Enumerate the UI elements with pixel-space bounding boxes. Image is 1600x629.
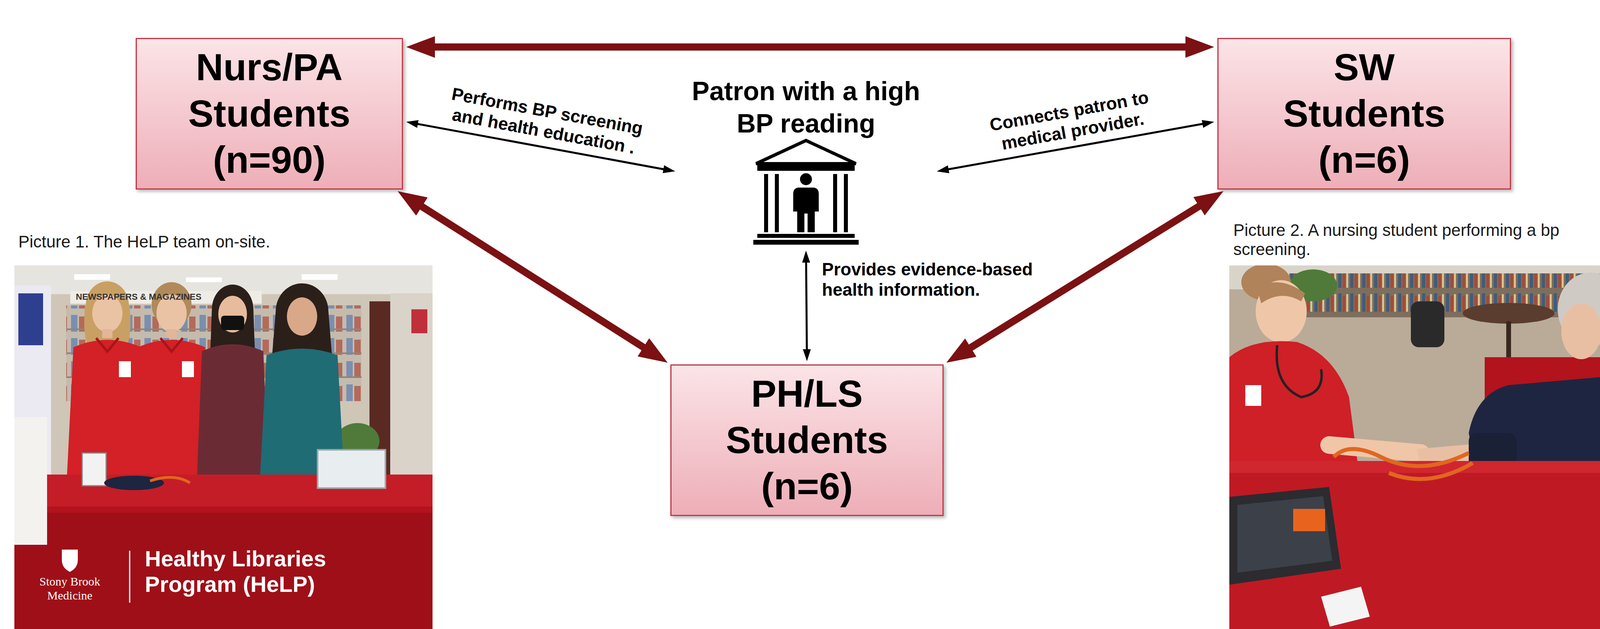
student-group-box: PH/LS Students (n=6) <box>670 364 944 516</box>
nursing-student <box>1245 385 1262 406</box>
table-cloth <box>14 474 433 629</box>
logo-text: Stony Brook Medicine <box>29 574 110 603</box>
student-group-box: SW Students (n=6) <box>1217 37 1512 190</box>
team-member <box>197 284 269 475</box>
team-member <box>286 297 318 336</box>
team-member <box>181 361 194 378</box>
wall-sign <box>411 309 428 334</box>
library-icon <box>764 173 769 233</box>
team-member <box>160 337 183 352</box>
connector-label: Connects patron to medical provider. <box>965 82 1177 160</box>
team-member <box>166 329 177 338</box>
patron-node: Patron with a high BP reading <box>678 71 934 248</box>
box-label: Nurs/PA Students (n=90) <box>179 44 360 184</box>
cuff-tube <box>1333 448 1469 467</box>
library-icon <box>757 233 855 238</box>
bp-monitor <box>82 452 107 486</box>
photo-wall <box>14 265 433 629</box>
ceiling-light <box>185 277 222 283</box>
banner-text: Healthy Libraries Program (HeLP) <box>144 545 369 598</box>
team-member <box>197 344 269 475</box>
library-icon <box>757 165 855 171</box>
team-member <box>218 295 247 333</box>
library-icon <box>756 140 856 164</box>
screening-photo <box>1229 263 1600 629</box>
box-label: PH/LS Students (n=6) <box>717 370 897 510</box>
poster <box>18 293 44 346</box>
connector-arrow <box>805 256 807 355</box>
nursing-student <box>1276 345 1322 398</box>
bp-cuff <box>104 475 164 490</box>
nursing-student <box>1257 282 1306 304</box>
sign-text: NEWSPAPERS & MAGAZINES <box>75 291 202 302</box>
student-group-box: Nurs/PA Students (n=90) <box>135 37 403 190</box>
library-patron <box>1416 272 1600 489</box>
library-icon <box>843 173 848 233</box>
book-shelf <box>1289 273 1600 318</box>
photo-caption: Picture 2. A nursing student performing … <box>1233 220 1595 260</box>
collaboration-arrow <box>422 43 1199 51</box>
supply-box <box>317 449 386 488</box>
library-icon <box>793 187 819 233</box>
ceiling-light <box>301 274 338 280</box>
collaboration-arrow <box>410 199 654 354</box>
photo-floor <box>1229 265 1600 629</box>
table-cloth <box>1229 460 1600 629</box>
nursing-student <box>1255 280 1307 343</box>
photo-caption: Picture 1. The HeLP team on-site. <box>18 232 434 252</box>
team-photo <box>14 265 433 629</box>
logo-shield <box>61 549 78 572</box>
team-member <box>102 329 113 338</box>
table-leg <box>1506 321 1512 358</box>
patron-label: Patron with a high BP reading <box>686 75 926 140</box>
screening-photo <box>1229 265 1600 629</box>
connector-label: Performs BP screening and health educati… <box>439 82 652 160</box>
connector-label: Provides evidence-based health informati… <box>821 259 1046 300</box>
back-table <box>1462 302 1555 324</box>
backpack <box>1410 301 1445 348</box>
library-icon <box>753 239 859 245</box>
cuff-tube <box>1388 462 1473 479</box>
team-photo <box>14 265 433 629</box>
team-member <box>260 283 344 475</box>
tablet <box>1229 486 1342 585</box>
brochure-stand <box>14 416 48 545</box>
photo-wall <box>390 293 433 481</box>
team-member <box>96 337 119 352</box>
table-banner <box>14 512 433 629</box>
team-member <box>118 361 131 378</box>
library-icon <box>774 173 779 233</box>
ceiling-light <box>74 274 111 280</box>
logo-divider <box>129 550 131 603</box>
tablet-stand <box>1293 508 1326 532</box>
box-label: SW Students (n=6) <box>1274 44 1454 184</box>
library-icon <box>800 173 812 186</box>
library-icon <box>753 140 859 245</box>
library-patron <box>1561 303 1600 360</box>
team-member <box>221 315 245 330</box>
tablet-screen <box>1237 495 1333 573</box>
library-icon <box>833 173 838 233</box>
cuff-tube <box>150 477 190 483</box>
table-card <box>1321 586 1370 627</box>
